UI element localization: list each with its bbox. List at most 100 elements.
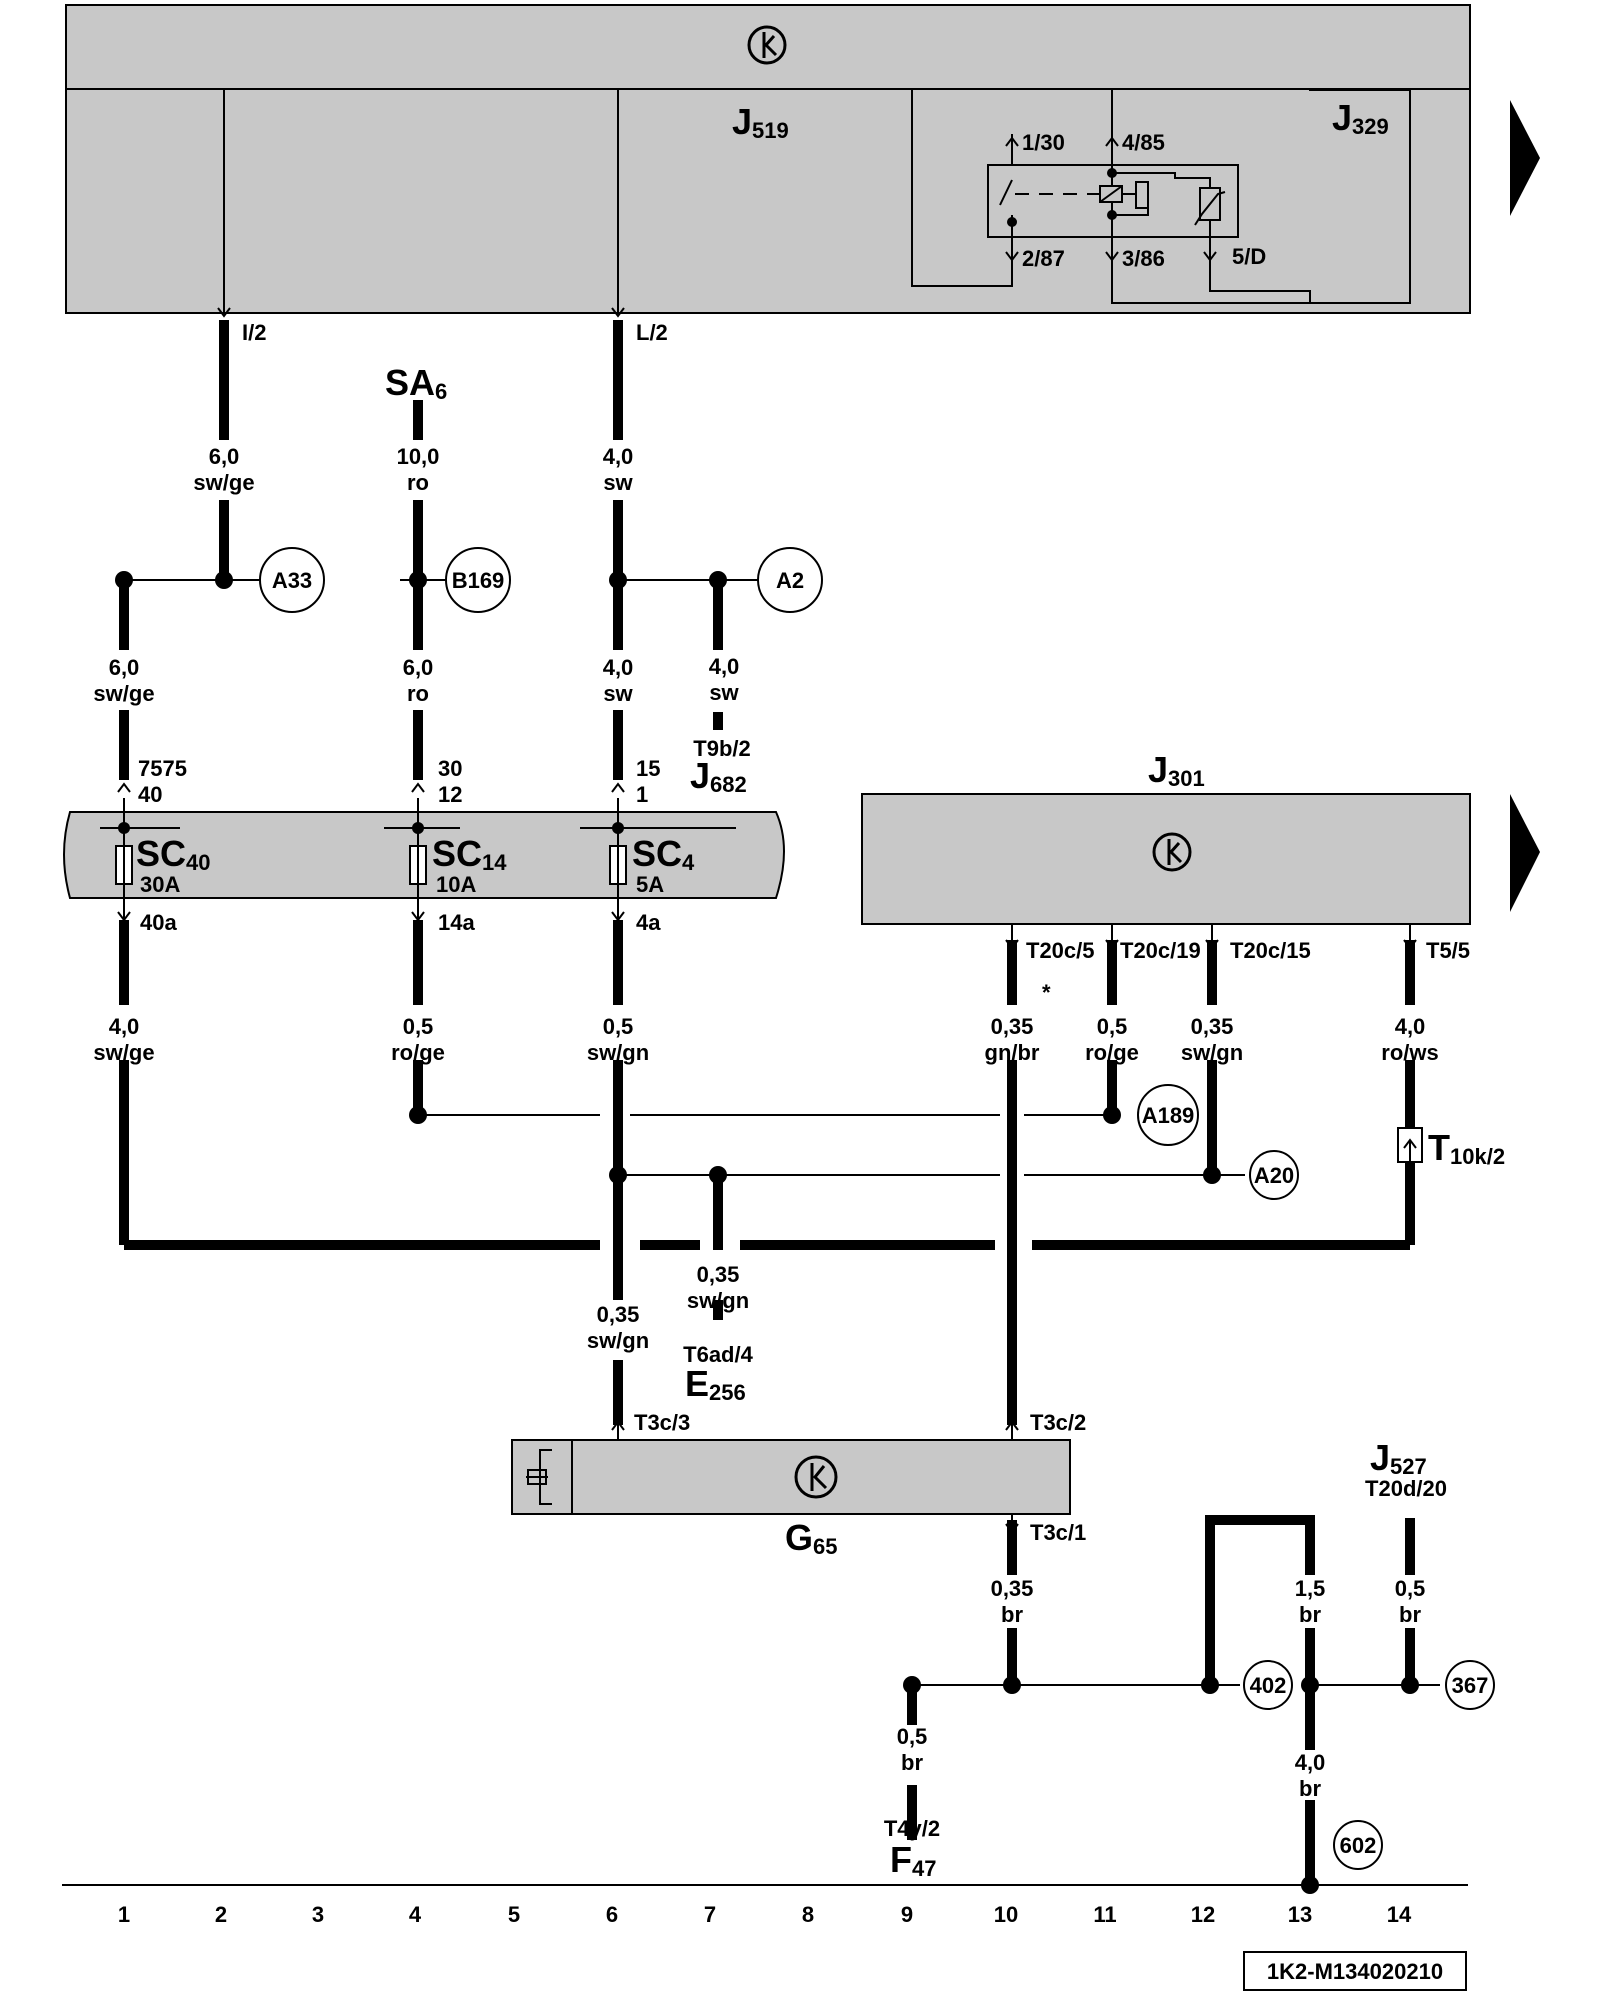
svg-text:6,0: 6,0: [403, 655, 434, 680]
svg-text:0,35: 0,35: [597, 1302, 640, 1327]
pin-t3c3: T3c/3: [634, 1410, 690, 1435]
j682-label: J682: [690, 755, 747, 797]
svg-text:4,0: 4,0: [1395, 1014, 1426, 1039]
svg-text:4,0: 4,0: [109, 1014, 140, 1039]
grid-number: 12: [1191, 1902, 1215, 1927]
g65-label: G65: [785, 1517, 838, 1559]
pin-t4y2: T4y/2: [884, 1816, 940, 1841]
grid-numbers: 1 2 3 4 5 6 7 8 9 10 11 12 13 14: [118, 1902, 1412, 1927]
svg-text:0,5: 0,5: [603, 1014, 634, 1039]
pin-l2: L/2: [636, 320, 668, 345]
svg-text:0,35: 0,35: [1191, 1014, 1234, 1039]
svg-text:A33: A33: [272, 568, 312, 593]
wire-label: 0,5 ro/ge: [391, 1014, 445, 1065]
pin-t20c15: T20c/15: [1230, 938, 1311, 963]
svg-text:367: 367: [1452, 1673, 1489, 1698]
pin-t20c5: T20c/5: [1026, 938, 1095, 963]
wire-label: 4,0 sw/ge: [93, 1014, 154, 1065]
svg-text:ro/ge: ro/ge: [391, 1040, 445, 1065]
wire-label: 10,0 ro: [397, 444, 440, 495]
connector-t10k2: T10k/2: [1397, 1127, 1505, 1169]
ref-a20: A20: [1249, 1150, 1299, 1200]
sc40-rating: 30A: [140, 872, 180, 897]
wire-label: 4,0 br: [1295, 1750, 1326, 1801]
ref-402: 402: [1243, 1660, 1293, 1710]
g65-component: G65: [511, 1425, 1071, 1559]
relay-pin-5-d: 5/D: [1232, 244, 1266, 269]
svg-text:br: br: [1001, 1602, 1023, 1627]
grid-number: 10: [994, 1902, 1018, 1927]
svg-text:4,0: 4,0: [603, 655, 634, 680]
sa6-label: SA6: [385, 362, 447, 404]
svg-text:sw/ge: sw/ge: [93, 1040, 154, 1065]
svg-text:4,0: 4,0: [603, 444, 634, 469]
svg-text:sw/gn: sw/gn: [1181, 1040, 1243, 1065]
wire-label: 4,0 ro/ws: [1381, 1014, 1438, 1065]
pin-t3c1: T3c/1: [1030, 1520, 1086, 1545]
svg-text:sw/gn: sw/gn: [587, 1328, 649, 1353]
j527-label: J527: [1370, 1437, 1427, 1479]
continuation-arrow-icon: [1510, 100, 1540, 216]
grid-number: 4: [409, 1902, 422, 1927]
svg-text:A2: A2: [776, 568, 804, 593]
svg-text:br: br: [1299, 1776, 1321, 1801]
wire-label: 0,35 sw/gn: [1181, 1014, 1243, 1065]
svg-text:ro/ws: ro/ws: [1381, 1040, 1438, 1065]
svg-text:B169: B169: [452, 568, 505, 593]
grid-number: 1: [118, 1902, 130, 1927]
wire-label: 4,0 sw: [603, 444, 634, 495]
wire-label: 4,0 sw: [709, 654, 740, 705]
grid-number: 11: [1093, 1902, 1116, 1927]
ref-b169: B169: [445, 547, 511, 613]
wire-label: 0,35 gn/br: [985, 1014, 1040, 1065]
sc4-label: SC4: [632, 833, 695, 875]
grid-number: 3: [312, 1902, 324, 1927]
pin-label: 40a: [140, 910, 177, 935]
ref-367: 367: [1445, 1660, 1495, 1710]
svg-text:sw/ge: sw/ge: [93, 681, 154, 706]
pin-label: 7575: [138, 756, 187, 781]
svg-text:gn/br: gn/br: [985, 1040, 1040, 1065]
pin-label: 40: [138, 782, 162, 807]
ref-602: 602: [1333, 1820, 1383, 1870]
grid-number: 2: [215, 1902, 227, 1927]
wire-label: 4,0 sw: [603, 655, 634, 706]
j329-relay: 1/30 4/85 2/87 3/86 5/D J329: [911, 89, 1411, 304]
pin-t55: T5/5: [1426, 938, 1470, 963]
svg-text:10,0: 10,0: [397, 444, 440, 469]
diagram-code-box: 1K2-M134020210: [1243, 1951, 1467, 1991]
svg-text:sw: sw: [603, 681, 633, 706]
svg-text:0,5: 0,5: [1097, 1014, 1128, 1039]
wire-label: 6,0 sw/ge: [193, 444, 254, 495]
j301-control-unit: J301: [861, 749, 1471, 940]
svg-text:4,0: 4,0: [709, 654, 740, 679]
relay-pin-3-86: 3/86: [1122, 246, 1165, 271]
wire-label: 6,0 ro: [403, 655, 434, 706]
svg-text:A20: A20: [1254, 1163, 1294, 1188]
grid-number: 6: [606, 1902, 618, 1927]
svg-text:0,35: 0,35: [991, 1576, 1034, 1601]
svg-text:0,5: 0,5: [897, 1724, 928, 1749]
j301-label: J301: [1148, 749, 1205, 791]
grid-number: 5: [508, 1902, 520, 1927]
wire-label: 0,35 sw/gn: [587, 1302, 649, 1353]
svg-text:602: 602: [1340, 1833, 1377, 1858]
wire-label: 1,5 br: [1295, 1576, 1326, 1627]
continuation-arrow-icon: [1510, 794, 1540, 912]
pin-t6ad4: T6ad/4: [683, 1342, 753, 1367]
relay-pin-2-87: 2/87: [1022, 246, 1065, 271]
svg-text:sw/gn: sw/gn: [587, 1040, 649, 1065]
pin-label: 12: [438, 782, 462, 807]
svg-text:0,5: 0,5: [403, 1014, 434, 1039]
sc4-rating: 5A: [636, 872, 664, 897]
pin-t3c2: T3c/2: [1030, 1410, 1086, 1435]
svg-text:sw: sw: [603, 470, 633, 495]
j329-label: J329: [1332, 97, 1389, 139]
sc14-label: SC14: [432, 833, 507, 875]
svg-text:ro: ro: [407, 681, 429, 706]
svg-text:0,35: 0,35: [991, 1014, 1034, 1039]
svg-text:br: br: [1299, 1602, 1321, 1627]
control-unit-icon: [794, 1455, 838, 1499]
junction-dots: [115, 571, 1419, 1894]
pin-t9b2: T9b/2: [693, 736, 750, 761]
